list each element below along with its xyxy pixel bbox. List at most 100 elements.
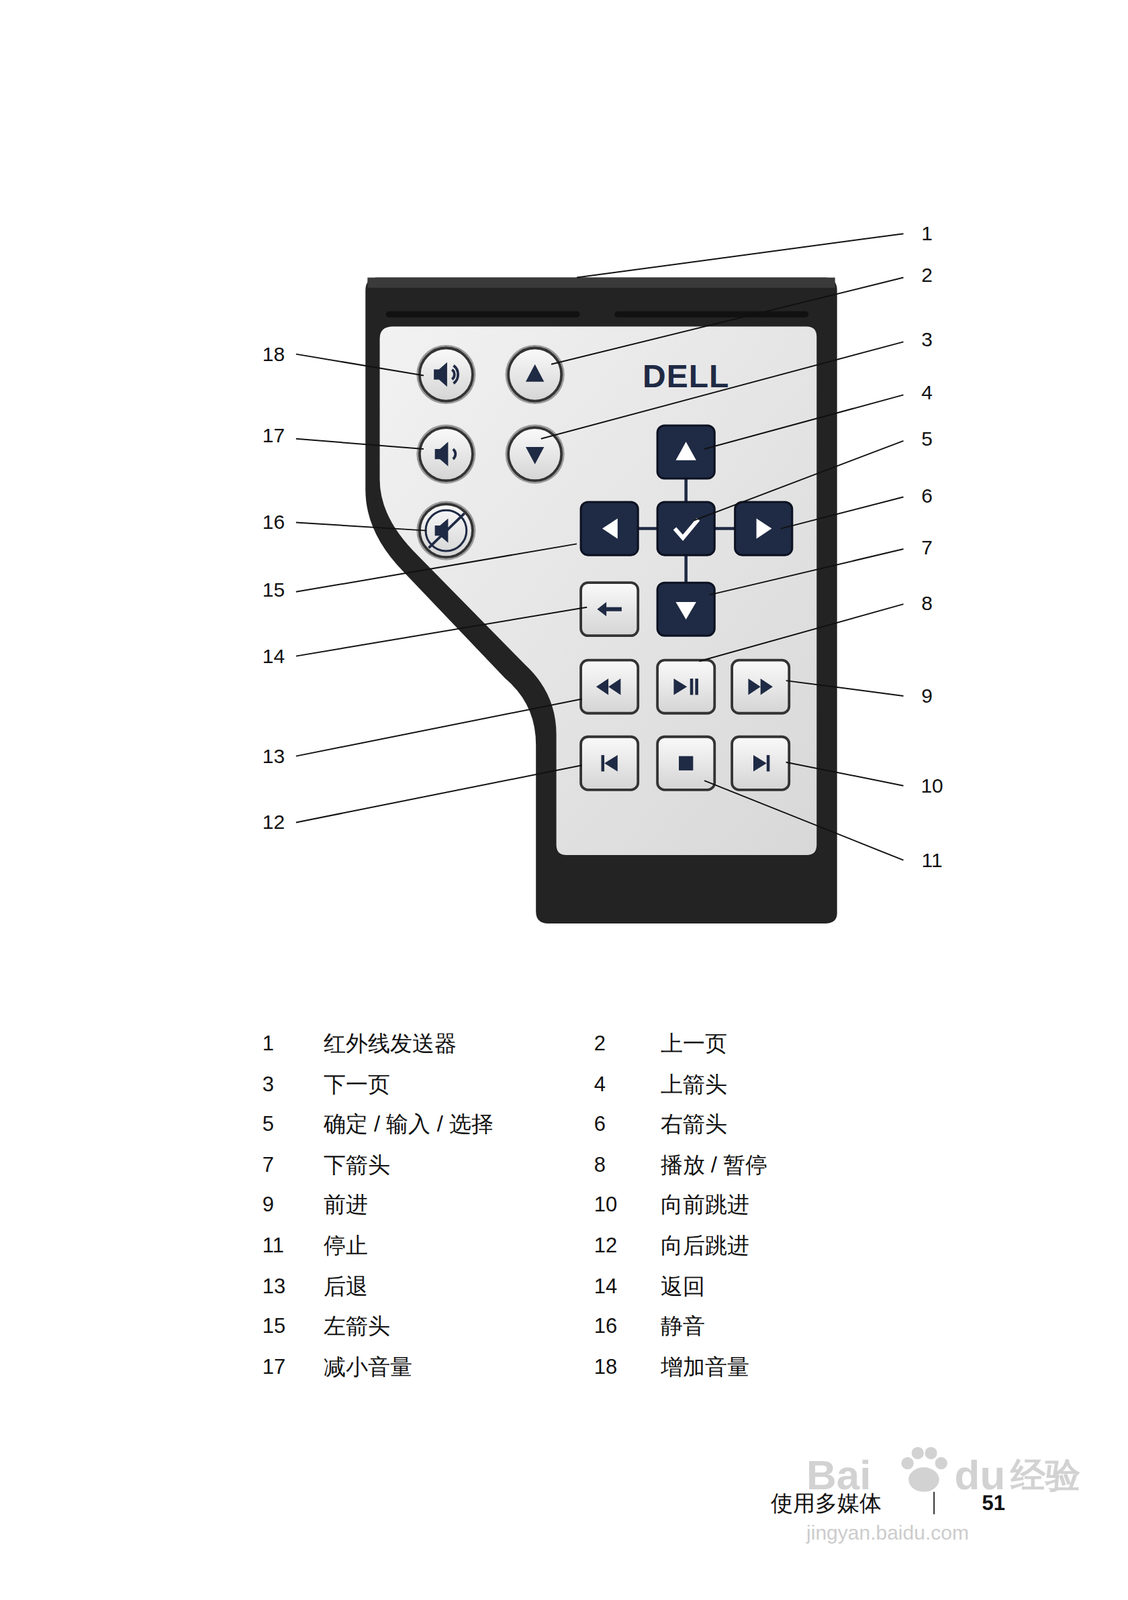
nav-button	[657, 502, 715, 556]
callout-number: 10	[920, 776, 943, 797]
item-number: 2	[594, 1032, 606, 1054]
item-number: 8	[594, 1154, 606, 1175]
item-number: 17	[262, 1356, 286, 1378]
item-number: 11	[262, 1234, 285, 1256]
callout-number: 16	[262, 512, 285, 533]
icon	[760, 678, 773, 695]
square-button	[580, 660, 638, 714]
sound-wave	[453, 449, 456, 460]
item-text: 前进	[323, 1193, 368, 1216]
callout-number: 17	[262, 425, 285, 446]
item-text: 向后跳进	[660, 1234, 750, 1257]
nav-button	[580, 502, 638, 556]
leader-line	[296, 439, 424, 450]
item-text: 红外线发送器	[323, 1031, 457, 1055]
button-panel	[380, 326, 818, 857]
item-number: 1	[262, 1032, 274, 1054]
item-text: 右箭头	[660, 1112, 728, 1135]
leader-line	[296, 522, 428, 531]
watermark: Bai	[806, 1454, 871, 1497]
footer-separator	[933, 1492, 935, 1515]
leader-line	[780, 496, 904, 529]
item-number: 6	[594, 1113, 606, 1135]
watermark: du	[954, 1454, 1006, 1497]
item-text: 下箭头	[323, 1153, 391, 1176]
remote-body	[365, 277, 837, 924]
item-number: 9	[262, 1194, 274, 1216]
callout-number: 8	[921, 593, 933, 614]
watermark: 经验	[1010, 1458, 1081, 1494]
square-button	[580, 737, 638, 791]
callout-number: 15	[262, 580, 285, 601]
leader-line	[296, 354, 424, 376]
sound-wave	[451, 369, 455, 381]
button-shadow	[416, 425, 476, 485]
item-number: 12	[594, 1234, 618, 1256]
callout-number: 2	[921, 265, 933, 286]
icon	[678, 756, 693, 771]
item-text: 下一页	[323, 1072, 391, 1096]
icon	[694, 678, 699, 695]
footer-text: 使用多媒体	[770, 1492, 882, 1515]
item-text: 上箭头	[660, 1072, 728, 1096]
button-shadow	[416, 345, 476, 405]
mute-slash	[429, 513, 465, 549]
item-text: 播放 / 暂停	[660, 1153, 769, 1176]
button-shadow	[505, 425, 565, 485]
icon	[675, 602, 696, 620]
callout-number: 9	[921, 686, 933, 707]
leader-line	[551, 277, 904, 365]
mute-ring	[425, 510, 467, 552]
item-text: 静音	[660, 1314, 705, 1337]
item-text: 减小音量	[323, 1355, 413, 1378]
ir-window	[367, 277, 835, 289]
icon	[608, 678, 621, 695]
callout-number: 5	[921, 429, 933, 450]
round-button	[419, 347, 473, 401]
item-number: 7	[262, 1154, 274, 1175]
item-text: 停止	[323, 1234, 368, 1257]
item-number: 14	[594, 1275, 618, 1297]
down-icon	[525, 447, 544, 465]
leader-line	[576, 233, 904, 278]
leader-line	[296, 607, 587, 657]
leader-line	[786, 680, 904, 697]
callout-number: 11	[921, 850, 943, 871]
callout-number: 18	[262, 344, 285, 365]
brand-logo: DELL	[642, 360, 730, 393]
round-button	[508, 347, 562, 401]
leader-line	[694, 441, 904, 522]
round-button	[419, 504, 473, 558]
leader-line	[296, 698, 583, 757]
back-icon	[596, 602, 607, 617]
icon	[596, 678, 609, 695]
leader-line	[704, 780, 904, 861]
square-button	[731, 660, 789, 714]
item-number: 16	[594, 1315, 618, 1337]
icon	[690, 678, 694, 695]
round-button	[419, 427, 473, 481]
callout-number: 1	[921, 223, 933, 244]
speaker-icon	[439, 441, 448, 466]
icon	[604, 755, 618, 772]
icon	[747, 678, 761, 695]
icon	[766, 755, 771, 772]
slot	[386, 311, 581, 318]
leader-line	[786, 762, 904, 787]
item-text: 上一页	[660, 1031, 728, 1055]
square-button	[731, 737, 789, 791]
sound-wave	[453, 365, 458, 385]
item-number: 3	[262, 1073, 274, 1095]
speaker-icon	[439, 362, 448, 387]
leader-line	[541, 341, 904, 439]
item-number: 18	[594, 1356, 618, 1378]
item-text: 增加音量	[660, 1355, 750, 1378]
watermark-paw	[901, 1447, 947, 1493]
item-number: 15	[262, 1315, 286, 1337]
callout-number: 13	[262, 746, 285, 767]
callout-number: 7	[921, 537, 933, 558]
item-number: 13	[262, 1275, 286, 1297]
icon	[756, 518, 773, 539]
icon	[600, 755, 605, 772]
